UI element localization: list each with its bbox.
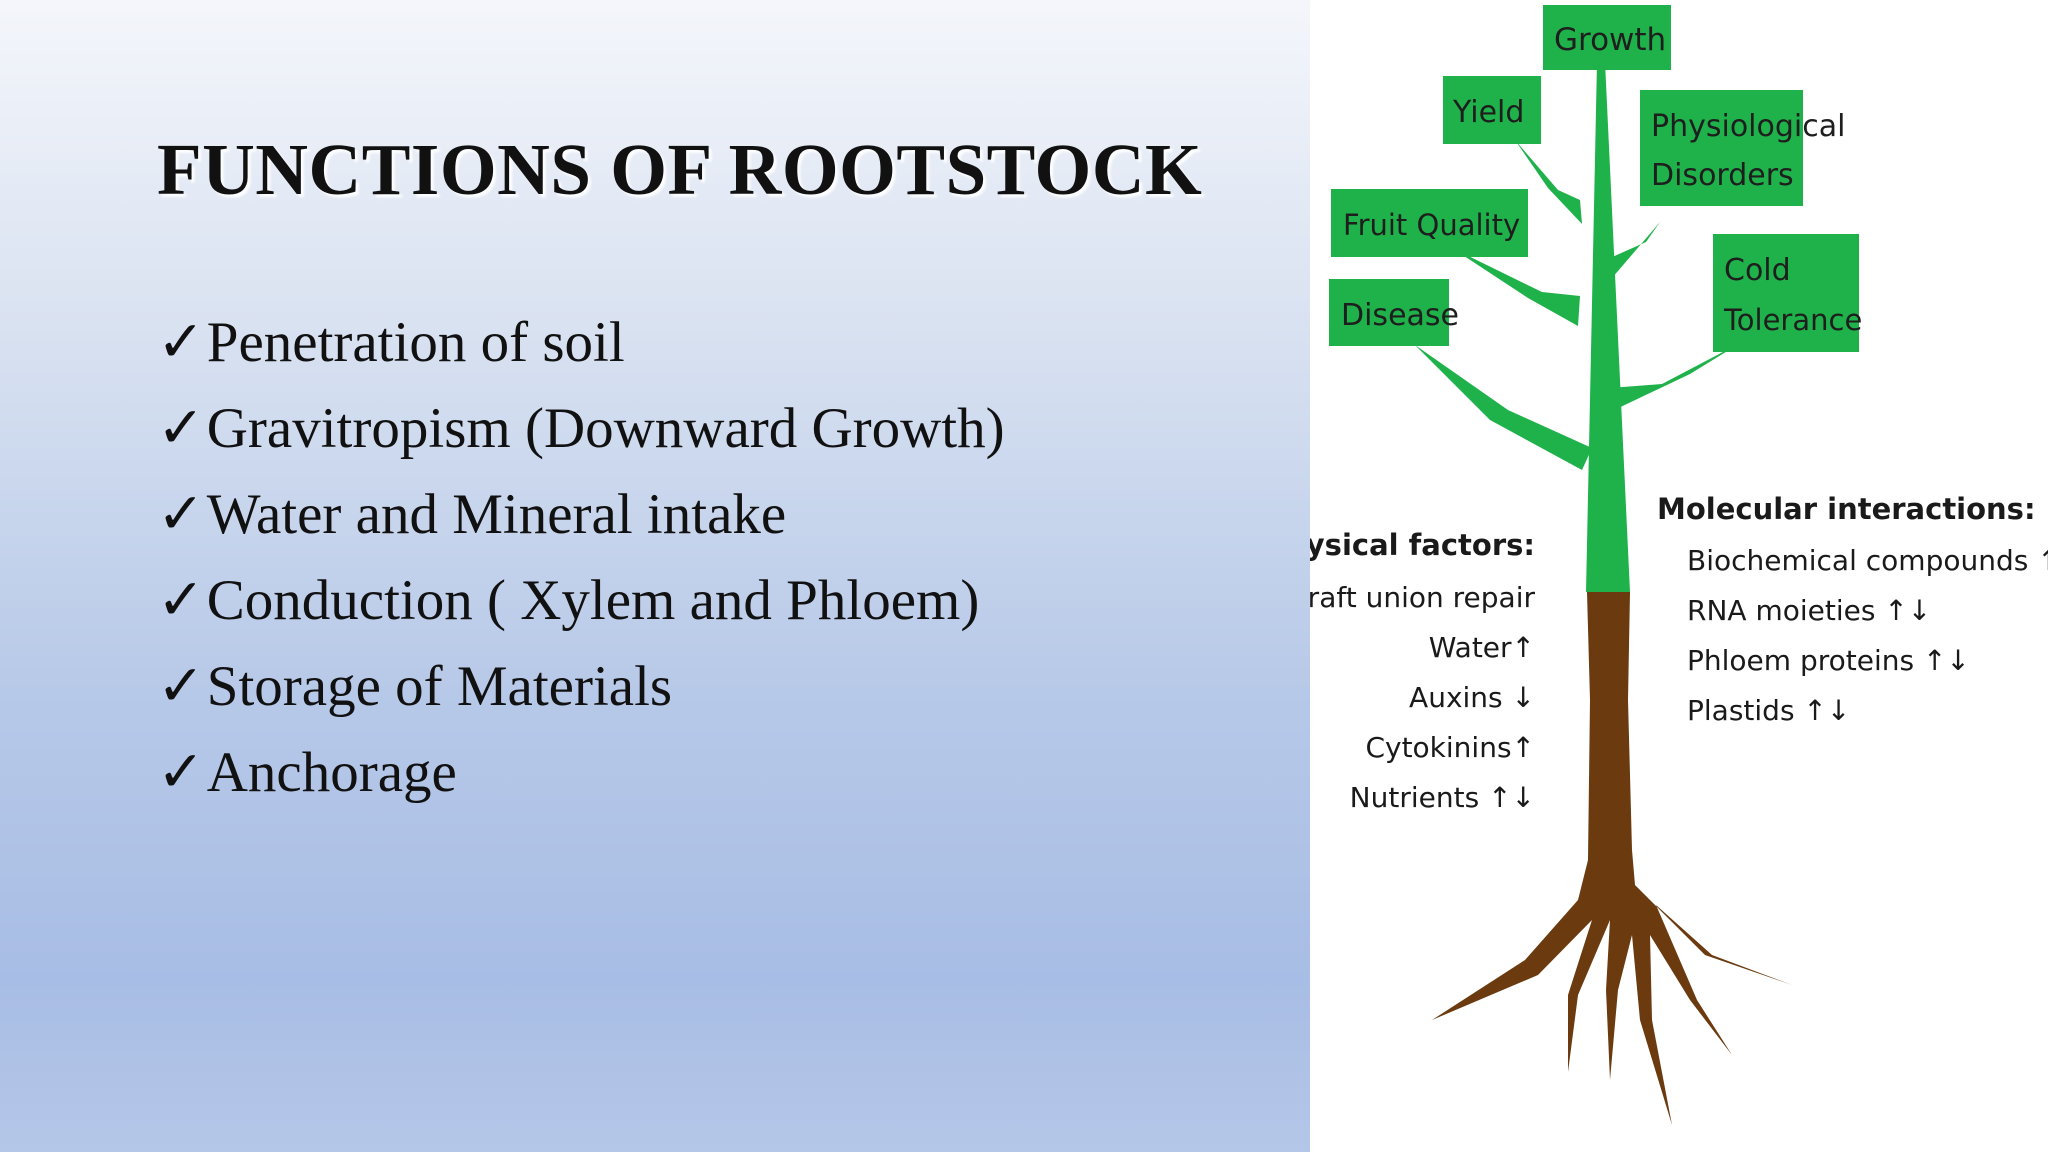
checkmark-icon: ✓ [157,655,205,718]
molecular-interactions-heading: Molecular interactions: [1657,492,2036,526]
physical-factor-item: Auxins ↓ [1409,681,1535,714]
diagram-canvas: Growth Yield Physiological Disorders Fru… [1310,5,2048,1125]
box-growth-bg [1543,5,1671,70]
box-fruit-quality: Fruit Quality [1331,189,1528,257]
bullet-item: ✓Gravitropism (Downward Growth) [157,386,1005,472]
physical-factor-item: Cytokinins↑ [1365,731,1535,764]
bullet-item: ✓Anchorage [157,730,1005,816]
taproot [1432,592,1792,1125]
checkmark-icon: ✓ [157,741,205,804]
bullet-item: ✓Conduction ( Xylem and Phloem) [157,558,1005,644]
box-disease: Disease [1329,279,1459,346]
branches [1415,140,1742,470]
checkmark-icon: ✓ [157,397,205,460]
trunk [1586,62,1630,592]
physical-factors: Physical factors: Graft union repair Wat… [1310,528,1535,814]
root-system [1432,592,1792,1125]
box-physiological-bg [1640,90,1803,206]
checkmark-icon: ✓ [157,483,205,546]
box-yield-bg [1443,76,1541,144]
branch-fruit-quality [1452,248,1580,326]
branch-physiological [1610,192,1681,278]
bullet-text: Conduction ( Xylem and Phloem) [206,569,980,632]
box-growth-label: Growth [1554,22,1666,58]
rootstock-diagram: Growth Yield Physiological Disorders Fru… [1310,0,2048,1152]
box-cold-tolerance-line2: Tolerance [1723,303,1862,337]
box-physiological-disorders: Physiological Disorders [1640,90,1845,206]
branch-yield [1515,140,1582,224]
physical-factor-item: Graft union repair [1310,581,1535,614]
bullet-item: ✓Storage of Materials [157,644,1005,730]
box-cold-tolerance: Cold Tolerance [1713,234,1862,352]
checkmark-icon: ✓ [157,311,205,374]
bullet-text: Anchorage [206,741,457,804]
physical-factor-item: Nutrients ↑↓ [1350,781,1535,814]
slide-background [0,0,1310,1152]
bullet-list: ✓Penetration of soil ✓Gravitropism (Down… [157,300,1005,816]
bullet-text: Storage of Materials [206,655,673,718]
box-physiological-line2: Disorders [1651,158,1794,193]
box-fruit-quality-label: Fruit Quality [1343,208,1520,242]
box-fruit-quality-bg [1331,189,1528,257]
molecular-item: RNA moieties ↑↓ [1687,594,1931,627]
slide-title: FUNCTIONS OF ROOTSTOCK [157,129,1203,210]
box-disease-bg [1329,279,1449,346]
box-growth: Growth [1543,5,1671,70]
bullet-text: Water and Mineral intake [206,483,787,546]
bullet-text: Penetration of soil [206,311,625,374]
bullet-item: ✓Penetration of soil [157,300,1005,386]
physical-factor-item: Water↑ [1429,631,1535,664]
molecular-item: Biochemical compounds ↑↓ [1687,544,2048,577]
box-yield: Yield [1443,76,1541,144]
bullet-item: ✓Water and Mineral intake [157,472,1005,558]
box-cold-tolerance-bg [1713,234,1859,352]
bullet-text: Gravitropism (Downward Growth) [206,397,1005,460]
molecular-interactions: Molecular interactions: Biochemical comp… [1657,492,2048,727]
physical-factors-heading: Physical factors: [1310,528,1535,562]
molecular-item: Plastids ↑↓ [1687,694,1850,727]
checkmark-icon: ✓ [157,569,205,632]
box-cold-tolerance-line1: Cold [1724,253,1791,288]
box-disease-label: Disease [1341,298,1459,333]
branch-cold-tolerance [1610,342,1742,412]
box-physiological-line1: Physiological [1651,109,1845,144]
molecular-item: Phloem proteins ↑↓ [1687,644,1970,677]
branch-disease [1415,345,1592,470]
box-yield-label: Yield [1452,95,1524,130]
